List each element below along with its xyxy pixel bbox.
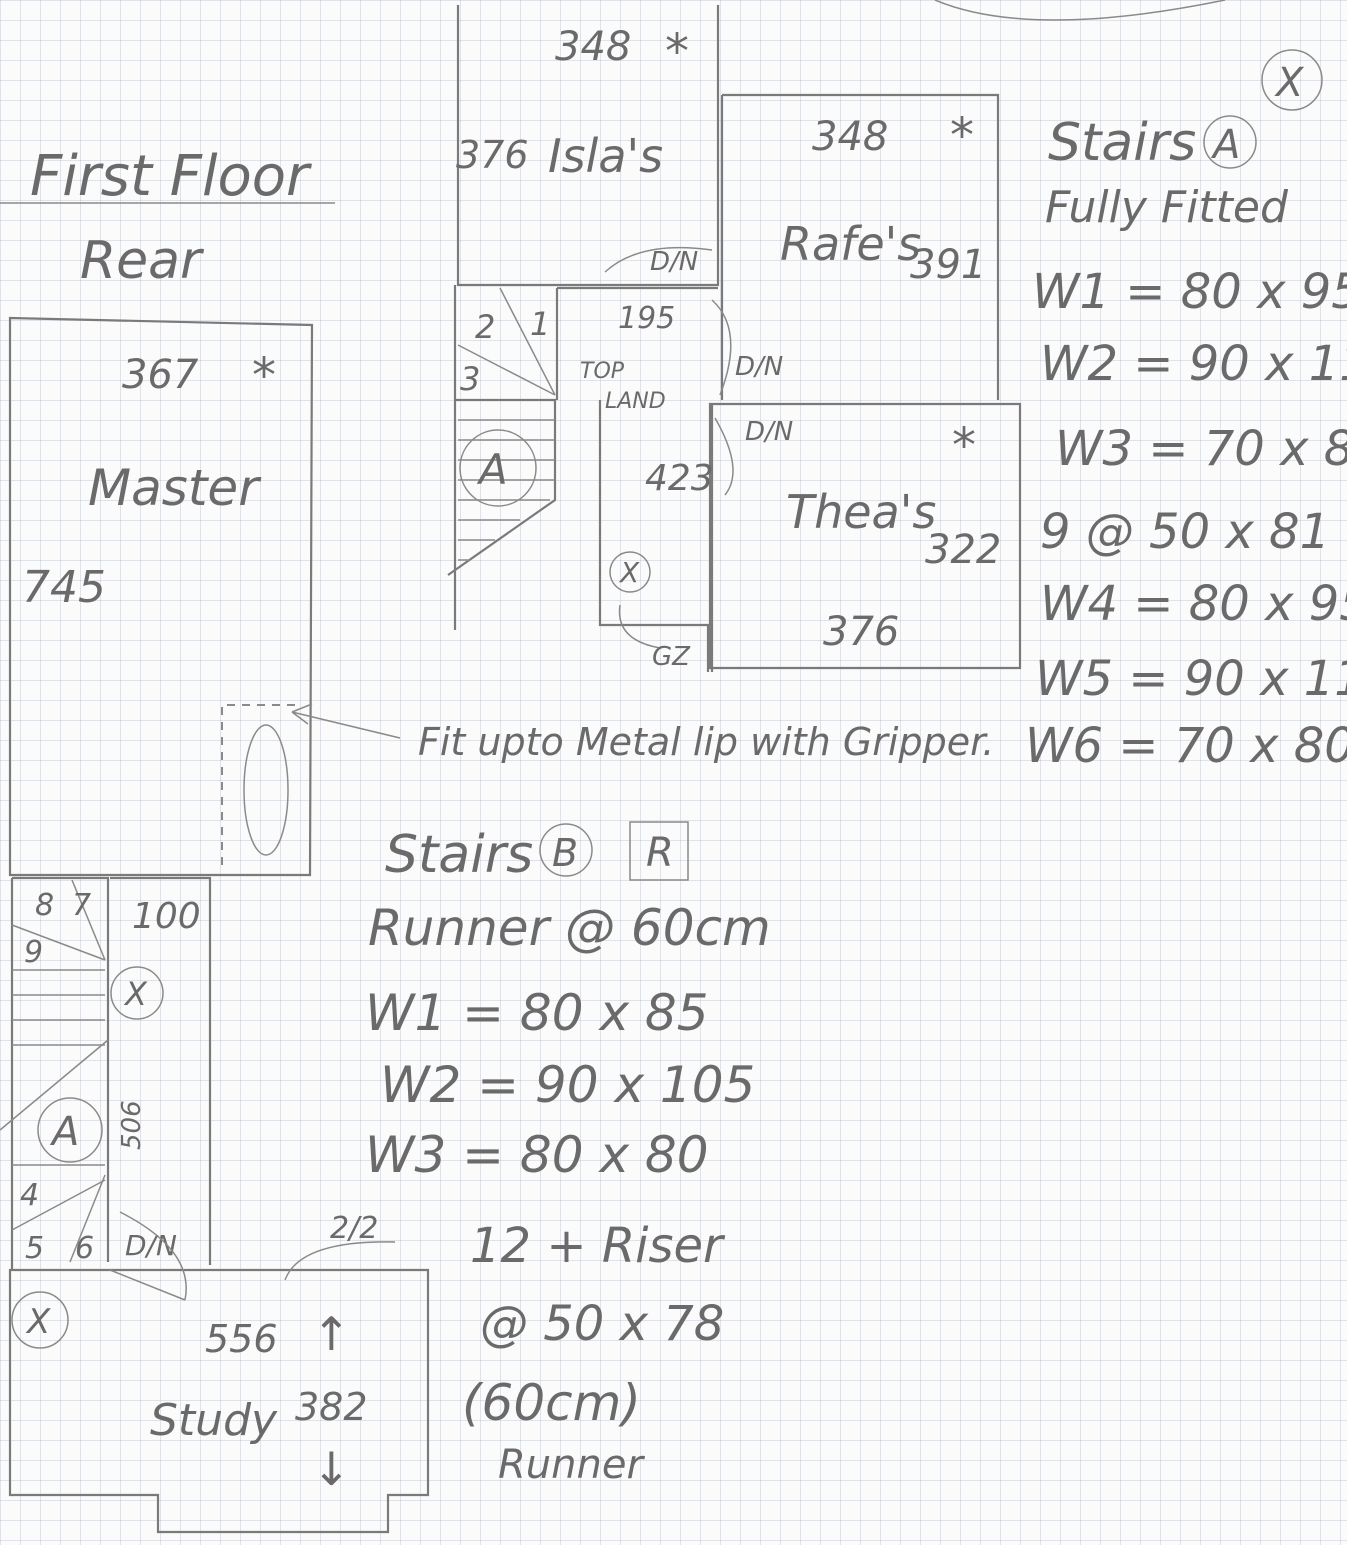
room-master: 367 * Master 745 xyxy=(8,316,314,877)
spec-a-measure-1: W1 = 80 x 95 xyxy=(1032,264,1347,320)
spec-b-measure-3: W3 = 80 x 80 xyxy=(365,1126,709,1184)
lower-landing-length: 506 xyxy=(117,1100,147,1150)
isla-mark: * xyxy=(665,24,689,80)
stairs-a-spec: Stairs A X Fully Fitted W1 = 80 x 95 W2 … xyxy=(1025,49,1347,774)
landing-width: 195 xyxy=(618,301,675,336)
spec-a-measure-2: W2 = 90 x 112 xyxy=(1040,336,1347,392)
spec-a-measure-5: W4 = 80 x 95 xyxy=(1040,576,1347,632)
isla-name: Isla's xyxy=(548,129,663,183)
study-x-circle xyxy=(11,1291,69,1349)
stair-b-label: A xyxy=(49,1109,79,1155)
landing-x-circle xyxy=(609,551,651,593)
stairs-a-plan: 1 2 3 A xyxy=(447,285,718,630)
stair-b-step-5: 5 xyxy=(25,1231,44,1266)
stair-a-label: A xyxy=(476,445,508,494)
spec-a-measure-4: 9 @ 50 x 81 xyxy=(1040,504,1330,560)
rafe-door-swing xyxy=(711,299,732,396)
ensuite-oval xyxy=(243,724,289,856)
thea-door: D/N xyxy=(745,417,793,447)
thea-mark: * xyxy=(952,418,976,474)
study-down-arrow: ↓ xyxy=(312,1442,351,1496)
master-mark: * xyxy=(252,348,276,404)
fit-note-arrow xyxy=(291,703,401,739)
spec-a-measure-6: W5 = 90 x 112 xyxy=(1035,651,1347,707)
stair-a-circle xyxy=(459,429,537,507)
rafe-door: D/N xyxy=(735,352,783,382)
room-study: D/N 2/2 X 556 ↑ Study 382 ↓ xyxy=(8,1211,430,1534)
master-name: Master xyxy=(88,459,262,517)
stair-b-step-8: 8 xyxy=(35,888,54,923)
lower-landing-width: 100 xyxy=(132,896,201,937)
page-subtitle: Rear xyxy=(80,231,205,291)
spec-b-risers-2: @ 50 x 78 xyxy=(480,1296,724,1352)
landing-name-1: TOP xyxy=(580,359,625,384)
page-title: First Floor xyxy=(30,144,312,209)
stairs-b-spec: Stairs B R Runner @ 60cm W1 = 80 x 85 W2… xyxy=(365,821,771,1488)
study-x-mark: X xyxy=(25,1302,51,1342)
landing-name-2: LAND xyxy=(605,389,666,414)
isla-length: 376 xyxy=(456,133,529,177)
study-door-width: 2/2 xyxy=(330,1211,378,1246)
landing-length: 423 xyxy=(645,458,714,499)
room-isla: 348 * 376 Isla's D/N xyxy=(456,5,720,287)
lower-landing-x-circle xyxy=(110,966,164,1020)
lower-landing-x-mark: X xyxy=(123,975,148,1013)
isla-door: D/N xyxy=(650,247,698,277)
thea-length: 376 xyxy=(823,609,899,655)
rafe-mark: * xyxy=(950,108,974,164)
study-name: Study xyxy=(150,1395,278,1446)
stair-b-step-9: 9 xyxy=(24,935,43,970)
study-length: 382 xyxy=(295,1385,368,1429)
isla-width: 348 xyxy=(555,24,631,70)
spec-b-title: Stairs xyxy=(385,825,533,885)
spec-a-title: Stairs xyxy=(1048,113,1196,173)
spec-b-risers-4: Runner xyxy=(498,1442,645,1488)
landing-x-mark: X xyxy=(618,556,640,589)
master-length: 745 xyxy=(22,562,106,613)
study-width: 556 xyxy=(205,1317,278,1361)
stair-b-step-6: 6 xyxy=(75,1231,94,1266)
spec-b-measure-2: W2 = 90 x 105 xyxy=(380,1056,755,1114)
sketch-arc xyxy=(934,0,1226,21)
thea-name: Thea's xyxy=(786,485,936,539)
stair-b-step-7: 7 xyxy=(72,888,91,923)
isla-door-swing xyxy=(604,246,713,273)
rafe-length: 391 xyxy=(910,242,986,288)
stair-b-circle xyxy=(37,1097,103,1163)
rafe-width: 348 xyxy=(812,114,888,160)
study-door-swing xyxy=(119,1211,187,1301)
stair-a-step-2: 2 xyxy=(475,308,495,346)
master-width: 367 xyxy=(122,352,199,398)
spec-a-measure-3: W3 = 70 x 80 xyxy=(1055,421,1347,477)
room-rafe: 348 * Rafe's 391 D/N xyxy=(711,93,1000,400)
spec-b-circle: B xyxy=(552,831,578,875)
spec-a-corner-mark: X xyxy=(1274,60,1305,106)
room-top-landing: 195 TOP LAND 423 X GZ xyxy=(580,301,714,672)
thea-width: 322 xyxy=(925,527,1001,573)
stair-a-step-3: 3 xyxy=(460,360,480,398)
spec-b-risers-3: (60cm) xyxy=(462,1374,641,1432)
spec-a-measure-7: W6 = 70 x 80 xyxy=(1025,718,1347,774)
study-door: D/N xyxy=(125,1229,177,1262)
spec-b-risers-1: 12 + Riser xyxy=(470,1218,726,1274)
fit-note: Fit upto Metal lip with Gripper. xyxy=(418,720,994,764)
thea-door-swing xyxy=(714,417,734,496)
spec-a-fit: Fully Fitted xyxy=(1045,182,1289,233)
stair-a-step-1: 1 xyxy=(530,305,550,343)
rafe-name: Rafe's xyxy=(780,217,921,271)
spec-b-runner: Runner @ 60cm xyxy=(368,899,771,957)
stair-b-step-4: 4 xyxy=(20,1178,39,1213)
spec-b-box: R xyxy=(646,830,674,876)
spec-a-circle: A xyxy=(1210,122,1240,168)
spec-b-measure-1: W1 = 80 x 85 xyxy=(365,984,709,1042)
stairs-b-plan: 8 7 9 A 4 5 6 100 X 506 xyxy=(0,876,212,1270)
study-up-arrow: ↑ xyxy=(312,1307,351,1361)
landing-skirt-mark: GZ xyxy=(652,642,691,672)
room-thea: D/N * Thea's 322 376 xyxy=(708,402,1022,670)
